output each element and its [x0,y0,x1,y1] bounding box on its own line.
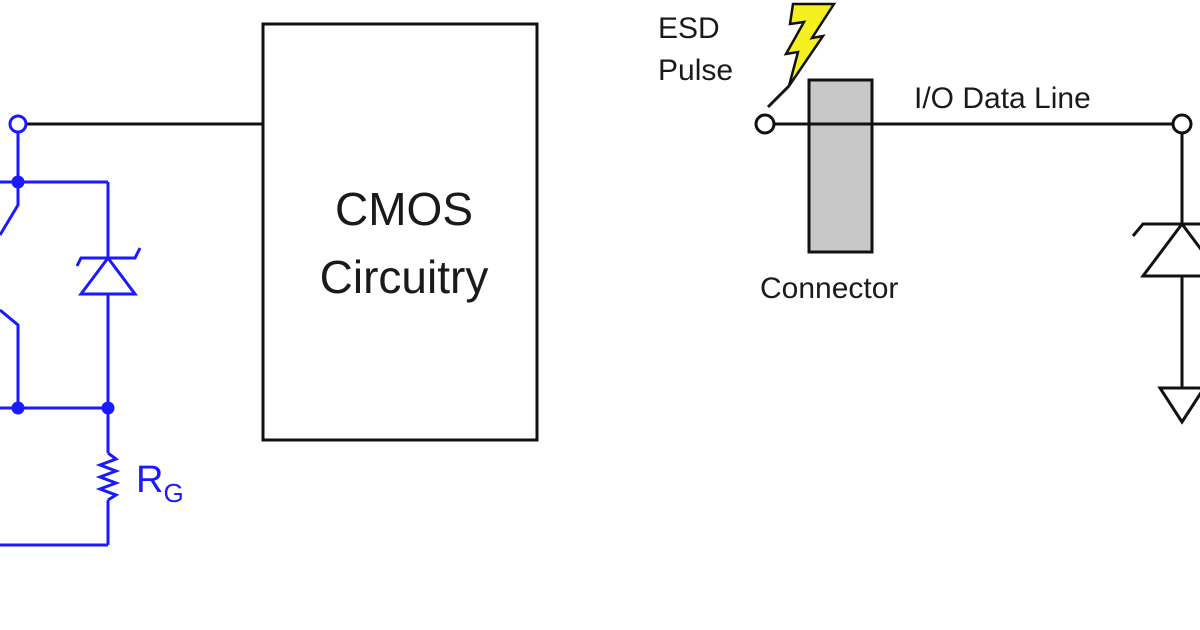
bolt-shape [783,2,837,87]
zener-bar-right [1131,222,1200,237]
lightning-bolt-icon [766,2,837,109]
connector-block [807,78,874,254]
zener-triangle-right [1140,221,1200,278]
junction-dot-top-left [11,175,25,189]
resistor-label: RG [136,459,184,508]
resistor-label-subscript: G [163,478,183,508]
clamp-transistor-lower-lead [0,308,20,408]
bolt-strike-line [766,84,791,109]
cmos-label-line1: CMOS [335,183,473,235]
esd-label-line2: Pulse [658,54,733,87]
connector-label: Connector [760,272,898,305]
zener-triangle-left [78,255,138,296]
zener-diode-icon-right [1131,221,1200,278]
esd-input-terminal [754,113,776,135]
io-output-terminal [1171,113,1193,135]
resistor-label-main: R [136,459,163,501]
zener-bar-left [75,247,142,267]
left-terminal-node [8,114,28,134]
junction-dot-mid-left [11,401,25,415]
junction-dot-mid-right [101,401,115,415]
cmos-circuitry-block [261,22,539,442]
esd-label-line1: ESD [658,12,720,45]
ground-icon [1157,386,1200,425]
clamp-circuit [0,133,121,547]
io-data-line-label: I/O Data Line [914,82,1091,115]
cmos-label-line2: Circuitry [320,251,489,303]
zener-diode-icon [75,247,142,296]
clamp-transistor-upper-lead [0,182,20,236]
clamp-junction-dots [11,175,115,415]
resistor-icon [95,451,121,502]
